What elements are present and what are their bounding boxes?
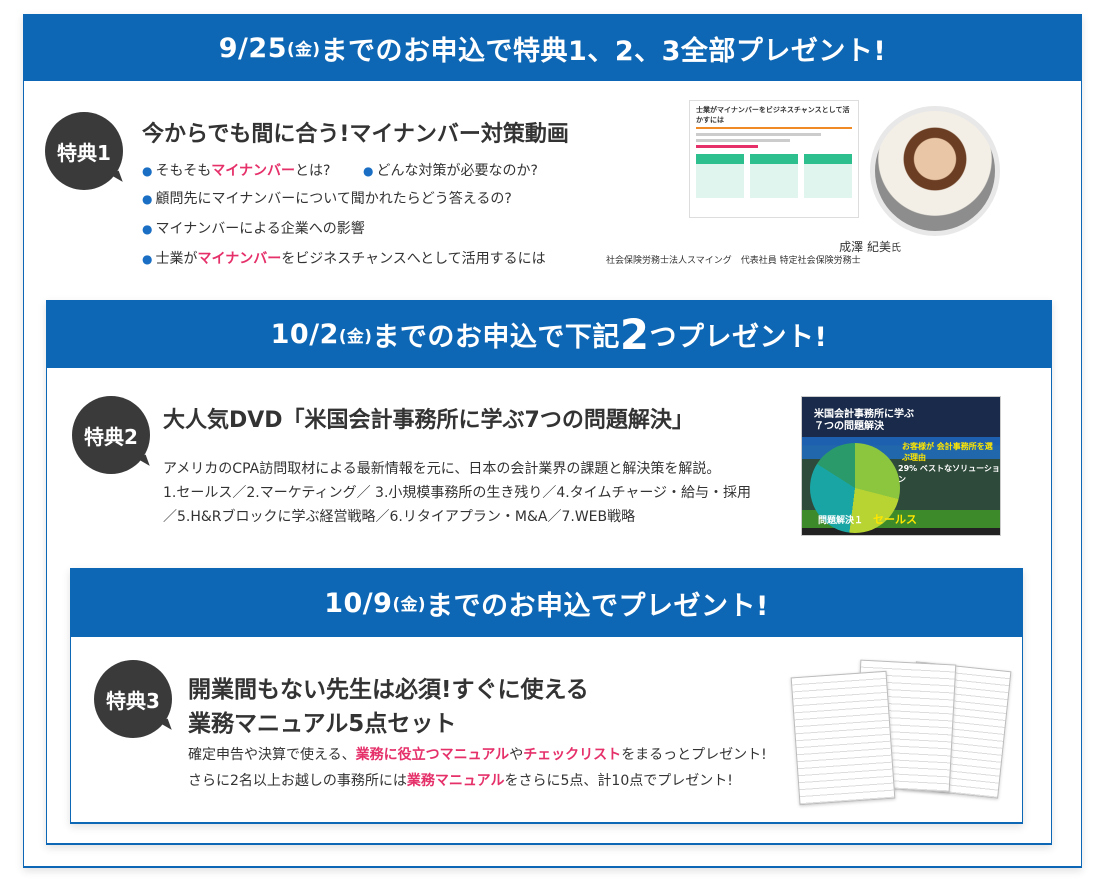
header-text: つプレゼント! [649,322,828,353]
dvd-footer: 問題解決１ セールス [818,511,917,527]
benefit-2-description: アメリカのCPA訪問取材による最新情報を元に、日本の会計業界の課題と解決策を解説… [163,461,721,477]
text: 確定申告や決算で使える、 [188,747,356,763]
text: や [509,747,524,763]
document-page [790,670,896,806]
text: さらに2名以上お越しの事務所には [188,773,407,789]
bullet-text: とは? [294,163,331,179]
bullet-text: 士業が [155,251,198,267]
bullet-text: そもそも [155,163,212,179]
deadline-date: 10/2 [270,319,339,350]
benefit-3-title-line-2: 業務マニュアル5点セット [188,711,457,737]
deadline-date: 10/9 [324,587,393,619]
dvd-footer-topic: セールス [873,513,918,526]
video-slide-thumbnail: 士業がマイナンバーをビジネスチャンスとして活かすには [689,100,859,218]
highlight: チェックリスト [523,747,622,763]
offer-1-header: 9/25(金)までのお申込で特典1、2、3全部プレゼント! [24,15,1081,81]
header-count: 2 [619,309,650,359]
dvd-title-line: 米国会計事務所に学ぶ [814,409,914,420]
weekday: (金) [287,39,321,59]
honorific: 氏 [891,243,901,254]
speaker-organization: 社会保険労務士法人スマイング 代表社員 特定社会保険労務士 [606,256,861,266]
bullet-item: ●マイナンバーによる企業への影響 [142,218,365,238]
benefit-1-badge: 特典1 [45,112,123,190]
benefit-3-description: さらに2名以上お越しの事務所には業務マニュアルをさらに5点、計10点でプレゼント… [188,770,733,790]
highlight: 業務マニュアル [406,773,505,789]
bullet-item: ●どんな対策が必要なのか? [363,160,538,180]
bullet-text: をビジネスチャンスへとして活用するには [281,251,546,267]
text: をさらに5点、計10点でプレゼント! [504,773,733,789]
benefit-3-title-line-1: 開業間もない先生は必須!すぐに使える [188,677,589,703]
bullet-highlight: マイナンバー [197,251,282,267]
benefit-2-badge: 特典2 [72,396,150,474]
weekday: (金) [392,594,426,614]
highlight: 業務に役立つマニュアル [355,747,510,763]
dvd-caption: お客様が 会計事務所を選ぶ理由 [902,442,993,462]
benefit-3-badge: 特典3 [94,660,172,738]
offer-3-header: 10/9(金)までのお申込でプレゼント! [71,569,1022,637]
speaker-name: 成澤 紀美氏 [839,238,901,255]
pie-chart-graphic [810,443,900,533]
benefit-3-description: 確定申告や決算で使える、業務に役立つマニュアルやチェックリストをまるっとプレゼン… [188,744,767,764]
header-text: までのお申込で下記 [372,322,620,353]
benefit-2-title: 大人気DVD「米国会計事務所に学ぶ7つの問題解決」 [163,408,694,433]
speaker-name-text: 成澤 紀美 [839,240,891,254]
bullet-dot-icon: ● [142,252,153,266]
bullet-text: 顧問先にマイナンバーについて聞かれたらどう答えるの? [155,191,512,207]
weekday: (金) [338,325,373,346]
benefit-2-topics: 1.セールス／2.マーケティング／ 3.小規模事務所の生き残り／4.タイムチャー… [163,485,752,501]
bullet-item: ●そもそもマイナンバーとは? [142,160,330,180]
bullet-dot-icon: ● [142,192,153,206]
dvd-title-line: ７つの問題解決 [814,421,884,432]
bullet-item: ●顧問先にマイナンバーについて聞かれたらどう答えるの? [142,188,512,208]
manual-documents-image [790,659,1015,810]
deadline-date: 9/25 [218,32,287,64]
dvd-footer-label: 問題解決１ [818,516,864,526]
dvd-caption: 29% ベストなソリューション [898,464,1000,484]
bullet-item: ●士業がマイナンバーをビジネスチャンスへとして活用するには [142,248,546,268]
bullet-text: マイナンバーによる企業への影響 [155,221,365,237]
bullet-dot-icon: ● [142,164,153,178]
slide-title: 士業がマイナンバーをビジネスチャンスとして活かすには [696,105,852,129]
bullet-highlight: マイナンバー [211,163,295,179]
benefit-1-title: 今からでも間に合う!マイナンバー対策動画 [142,122,569,147]
header-text: までのお申込でプレゼント! [425,590,769,622]
text: をまるっとプレゼント! [621,747,767,763]
bullet-text: どんな対策が必要なのか? [376,163,538,179]
bullet-dot-icon: ● [363,164,374,178]
speaker-photo [870,106,1000,236]
header-text: までのお申込で特典1、2、3全部プレゼント! [320,35,887,67]
benefit-2-topics: ／5.H&Rブロックに学ぶ経営戦略／6.リタイアプラン・M&A／7.WEB戦略 [163,509,636,525]
bullet-dot-icon: ● [142,222,153,236]
